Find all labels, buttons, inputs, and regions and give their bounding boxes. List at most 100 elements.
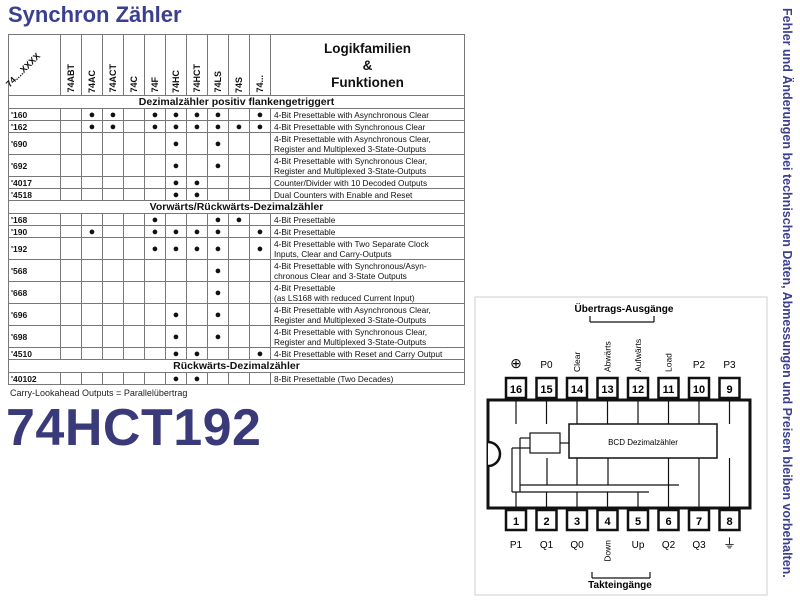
- bottom-pin-number: 6: [665, 516, 671, 528]
- availability-cell: [228, 281, 250, 304]
- availability-cell: ●: [144, 225, 166, 238]
- availability-cell: [81, 281, 103, 304]
- function-cell: 4-Bit Presettable with Synchronous Clear…: [270, 325, 465, 348]
- availability-cell: ●: [165, 347, 187, 360]
- top-pin-number: 16: [510, 384, 522, 396]
- table-row: '4518●●Dual Counters with Enable and Res…: [8, 188, 465, 201]
- availability-cell: [60, 213, 82, 226]
- availability-cell: [186, 259, 208, 282]
- bottom-pin-label: Up: [632, 540, 645, 551]
- bottom-pin-label: Down: [603, 540, 613, 562]
- section-header: Vorwärts/Rückwärts-Dezimalzähler: [8, 200, 465, 214]
- availability-cell: ●: [165, 120, 187, 133]
- availability-cell: [123, 213, 145, 226]
- function-line: 4-Bit Presettable with Synchronous Clear…: [274, 326, 428, 337]
- bottom-pin: 7Q3: [687, 508, 711, 551]
- availability-cell: [102, 237, 124, 260]
- bottom-pin-label: Q3: [692, 540, 706, 551]
- availability-cell: [60, 303, 82, 326]
- family-header-5: 74HC: [165, 34, 187, 96]
- availability-cell: ●: [207, 225, 229, 238]
- bottom-pin-label: P1: [510, 540, 523, 551]
- family-header-4: 74F: [144, 34, 166, 96]
- availability-cell: [186, 303, 208, 326]
- availability-cell: [81, 372, 103, 385]
- function-line: 4-Bit Presettable: [274, 226, 336, 237]
- availability-cell: [144, 259, 166, 282]
- availability-cell: [186, 281, 208, 304]
- availability-cell: ●: [165, 237, 187, 260]
- function-line: 4-Bit Presettable with Asynchronous Clea…: [274, 304, 431, 315]
- function-line: Register and Multiplexed 3-State-Outputs: [274, 143, 427, 154]
- function-column-header: Logikfamilien & Funktionen: [270, 34, 465, 96]
- carry-outputs-label: Übertrags-Ausgänge: [575, 302, 674, 315]
- bottom-pin-number: 5: [635, 516, 641, 528]
- availability-cell: ●: [207, 303, 229, 326]
- bcd-counter-label: BCD Dezimalzähler: [608, 438, 678, 447]
- availability-cell: [102, 259, 124, 282]
- function-line: 4-Bit Presettable with Synchronous Clear…: [274, 155, 428, 166]
- availability-cell: [102, 213, 124, 226]
- availability-cell: [207, 372, 229, 385]
- availability-cell: [228, 325, 250, 348]
- availability-cell: [60, 176, 82, 189]
- availability-cell: ●: [207, 108, 229, 121]
- bottom-pin: 5Up: [626, 508, 650, 551]
- availability-cell: [186, 213, 208, 226]
- bottom-pin-number: 1: [513, 516, 519, 528]
- table-row: '40102●●8-Bit Presettable (Two Decades): [8, 372, 465, 385]
- top-pin-number: 14: [571, 384, 584, 396]
- availability-cell: [60, 281, 82, 304]
- availability-cell: ●: [165, 225, 187, 238]
- availability-cell: [123, 154, 145, 177]
- availability-cell: [60, 225, 82, 238]
- availability-cell: [144, 347, 166, 360]
- availability-cell: [123, 188, 145, 201]
- bottom-pin: 3Q0: [565, 508, 589, 551]
- family-header-1: 74AC: [81, 34, 103, 96]
- availability-cell: [144, 176, 166, 189]
- availability-cell: [81, 213, 103, 226]
- availability-cell: [165, 213, 187, 226]
- function-line: Register and Multiplexed 3-State-Outputs: [274, 314, 427, 325]
- availability-cell: [228, 132, 250, 155]
- availability-cell: ●: [207, 154, 229, 177]
- bottom-pin-label: ⏚: [723, 536, 736, 551]
- part-cell: '692: [8, 154, 61, 177]
- availability-cell: ●: [81, 225, 103, 238]
- table-row: '692●●4-Bit Presettable with Synchronous…: [8, 154, 465, 177]
- availability-cell: ●: [186, 176, 208, 189]
- availability-cell: [249, 325, 271, 348]
- bottom-pin-number: 7: [696, 516, 702, 528]
- top-pin-number: 13: [601, 384, 613, 396]
- availability-cell: ●: [186, 347, 208, 360]
- family-header-0: 74ABT: [60, 34, 82, 96]
- function-line: Register and Multiplexed 3-State-Outputs: [274, 336, 427, 347]
- availability-cell: [60, 259, 82, 282]
- footnote: Carry-Lookahead Outputs = Parallelübertr…: [10, 388, 188, 398]
- availability-cell: [228, 176, 250, 189]
- part-cell: '698: [8, 325, 61, 348]
- function-line: 4-Bit Presettable with Reset and Carry O…: [274, 348, 443, 359]
- top-pin-number: 15: [540, 384, 552, 396]
- availability-cell: [123, 372, 145, 385]
- pin-layer: 16⊕15P014Clear13Abwärts12Aufwärts11Load1…: [504, 339, 741, 562]
- availability-cell: ●: [207, 259, 229, 282]
- part-cell: '668: [8, 281, 61, 304]
- availability-cell: ●: [144, 108, 166, 121]
- availability-cell: ●: [165, 303, 187, 326]
- availability-cell: [102, 303, 124, 326]
- availability-cell: [144, 325, 166, 348]
- table-row: '4510●●●4-Bit Presettable with Reset and…: [8, 347, 465, 360]
- function-line: 4-Bit Presettable: [274, 214, 336, 225]
- availability-cell: [123, 281, 145, 304]
- availability-cell: ●: [144, 237, 166, 260]
- availability-cell: [249, 281, 271, 304]
- availability-cell: [60, 347, 82, 360]
- availability-cell: ●: [207, 237, 229, 260]
- function-cell: 4-Bit Presettable with Synchronous Clear: [270, 120, 465, 133]
